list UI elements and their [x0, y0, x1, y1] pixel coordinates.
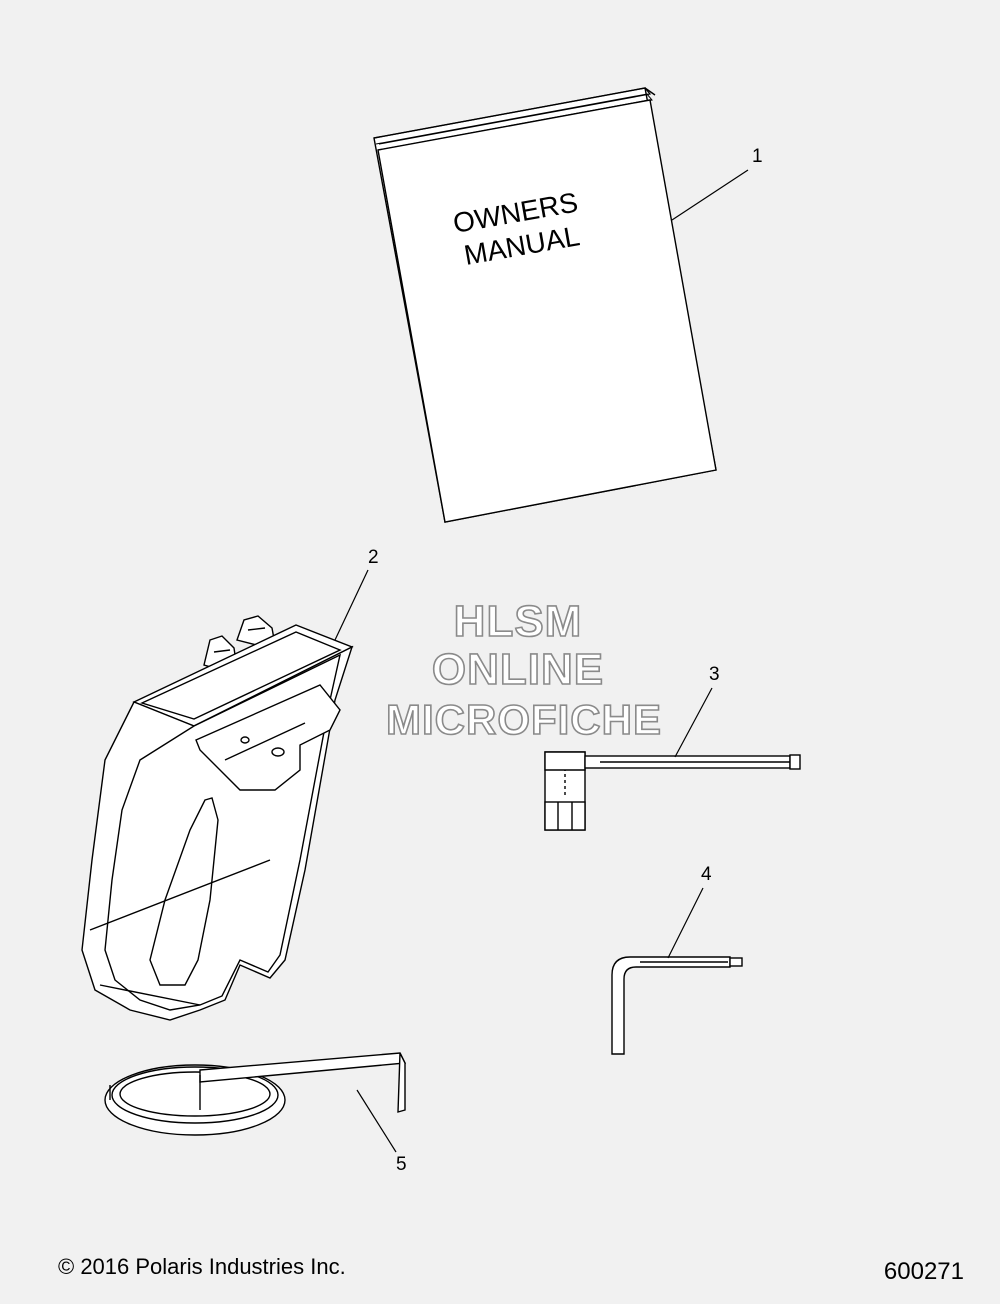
leader-line-2: [334, 569, 369, 641]
copyright-text: © 2016 Polaris Industries Inc.: [58, 1254, 346, 1279]
watermark-line1: HLSM: [454, 597, 583, 646]
strap-part: [104, 1052, 407, 1136]
watermark-line3: MICROFICHE: [386, 696, 662, 743]
owners-manual-part: OWNERS MANUAL: [373, 87, 717, 523]
watermark-line2: ONLINE: [432, 645, 604, 694]
callout-1: 1: [752, 146, 763, 167]
callout-4: 4: [701, 864, 712, 885]
hex-key-part: [611, 956, 743, 1055]
leader-line-4: [667, 887, 704, 959]
leader-lines: [334, 169, 749, 1153]
callout-5: 5: [396, 1154, 407, 1175]
callout-2: 2: [368, 547, 379, 568]
leader-line-1: [671, 169, 749, 221]
tool-holder-part: [81, 615, 354, 1021]
diagram-id: 600271: [883, 1258, 964, 1285]
leader-line-5: [356, 1089, 397, 1153]
spark-plug-wrench-part: [544, 751, 801, 831]
callout-3: 3: [709, 664, 720, 685]
leader-line-3: [674, 687, 713, 758]
